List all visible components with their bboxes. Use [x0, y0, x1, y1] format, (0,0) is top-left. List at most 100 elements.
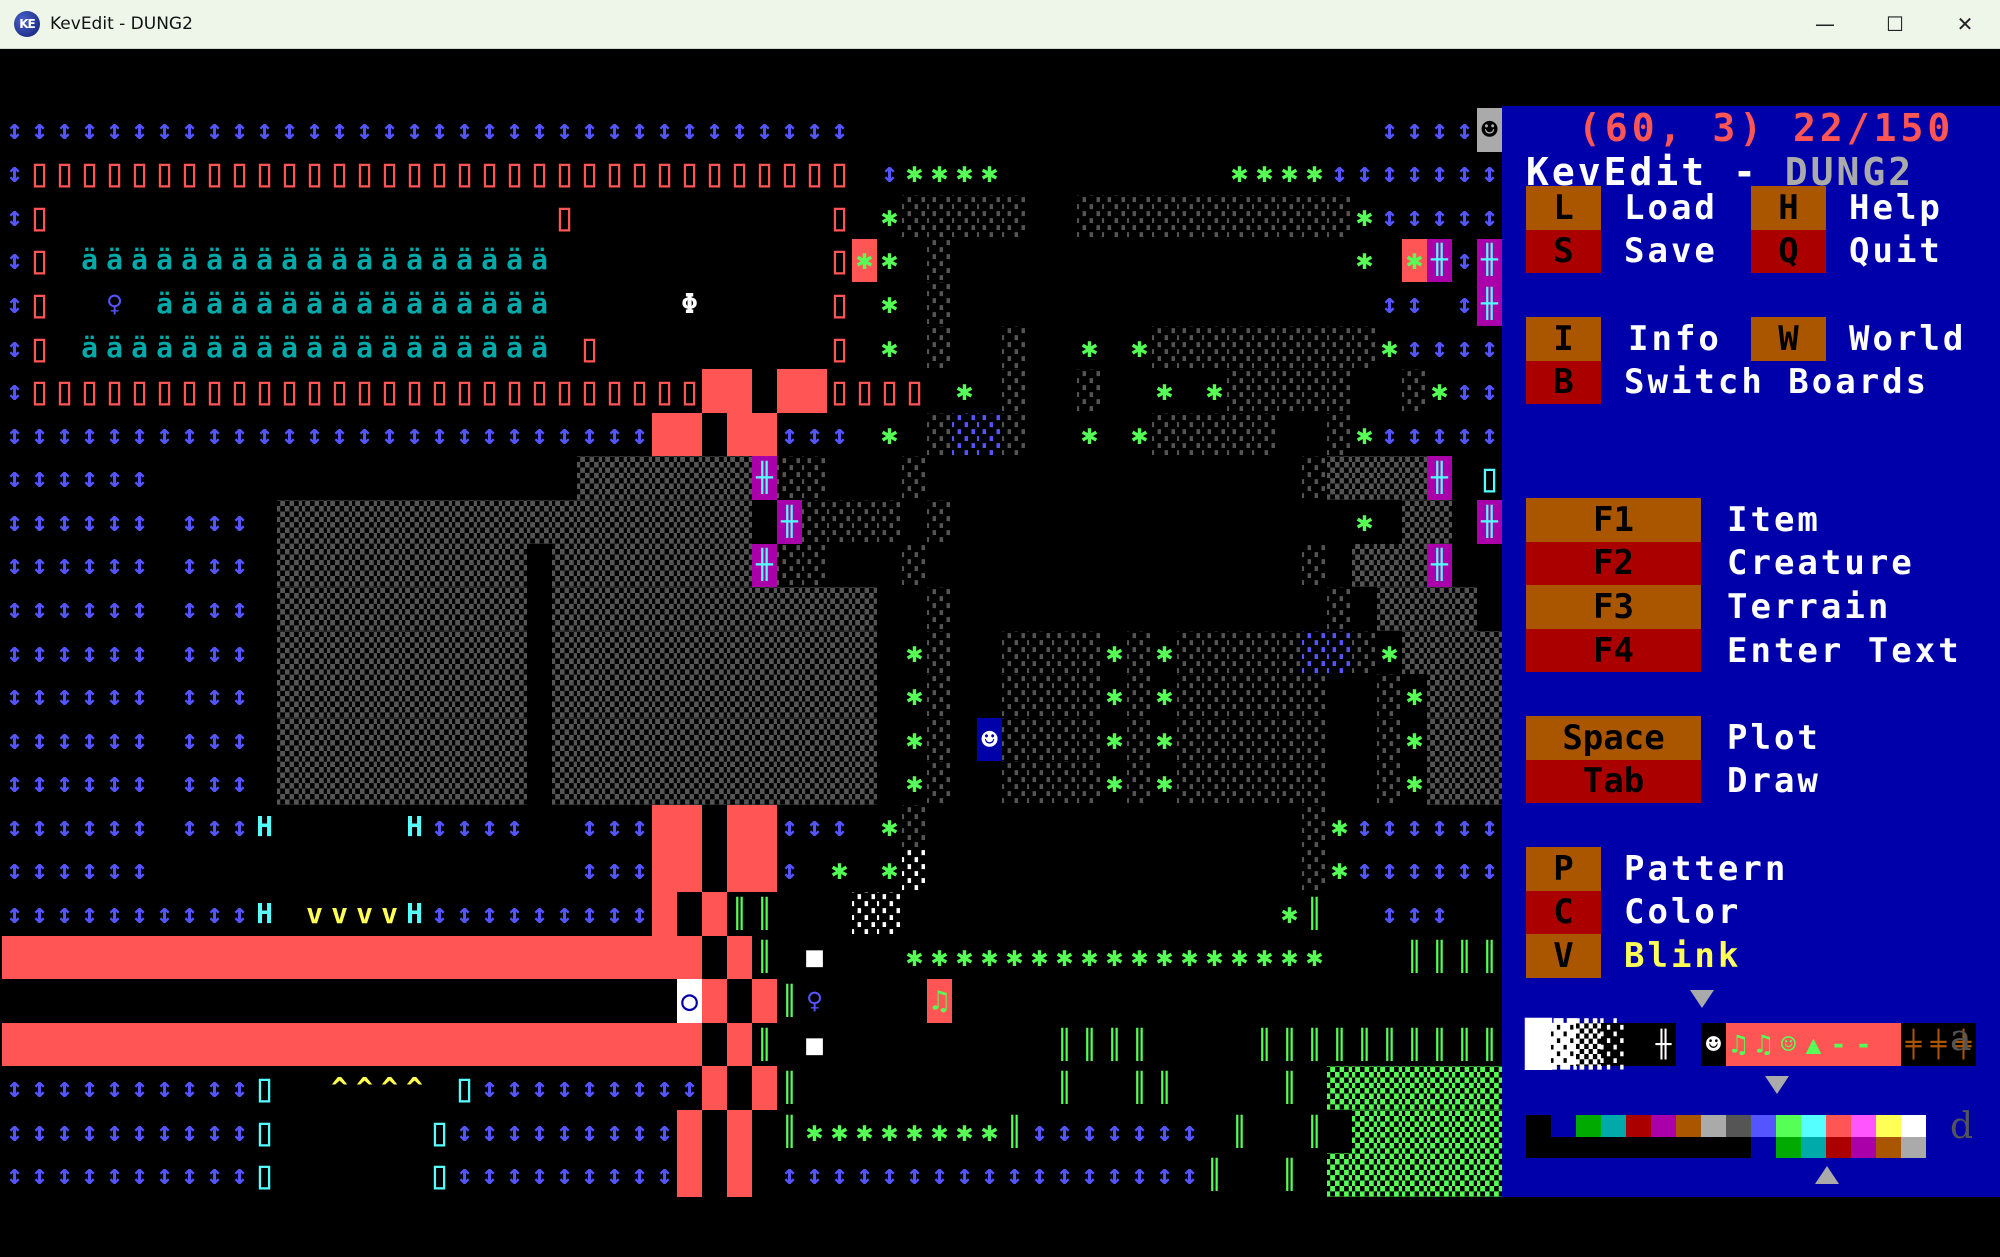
switch-boards-label[interactable]: Switch Boards [1624, 362, 1930, 403]
foreground-color-swatch[interactable] [1576, 1115, 1601, 1137]
pattern-key[interactable]: P [1526, 847, 1601, 891]
pattern-label[interactable]: Pattern [1624, 848, 1789, 889]
quit-key[interactable]: Q [1751, 229, 1826, 274]
background-color-swatch[interactable] [1576, 1136, 1601, 1158]
blink-key[interactable]: V [1526, 934, 1601, 978]
pattern-strip[interactable]: █▓▒░ ╫ ☻♫♫☺▲-- ╪╪╪ [1525, 1019, 1976, 1070]
quit-label[interactable]: Quit [1849, 231, 1943, 272]
foreground-color-swatch[interactable] [1826, 1115, 1851, 1137]
pattern-option[interactable]: ☻ [1701, 1023, 1726, 1066]
plot-key[interactable]: Space [1526, 716, 1701, 760]
pattern-option[interactable]: - [1851, 1023, 1876, 1066]
help-label[interactable]: Help [1849, 187, 1943, 228]
foreground-color-swatch[interactable] [1651, 1115, 1676, 1137]
background-color-swatch[interactable] [1651, 1136, 1676, 1158]
foreground-color-swatch[interactable] [1626, 1115, 1651, 1137]
creature-key[interactable]: F2 [1526, 541, 1701, 586]
background-color-swatch[interactable] [1851, 1136, 1876, 1158]
background-color-swatch[interactable] [1726, 1136, 1751, 1158]
board-canvas[interactable]: ↕↕↕↕↕↕↕↕↕↕↕↕↕↕↕↕↕↕↕↕↕↕↕↕↕↕↕↕↕↕↕↕↕↕↕↕↕↕☻↕… [2, 108, 1502, 1198]
pattern-option[interactable]: - [1826, 1023, 1851, 1066]
save-key[interactable]: S [1526, 229, 1601, 274]
background-color-swatch[interactable] [1701, 1136, 1726, 1158]
draw-label[interactable]: Draw [1727, 761, 1821, 802]
foreground-color-swatch[interactable] [1526, 1115, 1551, 1137]
blink-label[interactable]: Blink [1624, 935, 1742, 976]
switch-boards-key[interactable]: B [1526, 360, 1601, 405]
foreground-color-swatch[interactable] [1676, 1115, 1701, 1137]
foreground-color-swatch[interactable] [1776, 1115, 1801, 1137]
foreground-color-swatch[interactable] [1601, 1115, 1626, 1137]
tile-solid-wall [452, 935, 477, 980]
foreground-color-swatch[interactable] [1551, 1115, 1576, 1137]
foreground-color-swatch[interactable] [1801, 1115, 1826, 1137]
palette-foreground-row[interactable] [1526, 1115, 1926, 1137]
tile-forest-arrow: ↕ [27, 848, 52, 893]
palette-background-row[interactable] [1526, 1136, 1926, 1158]
terrain-label[interactable]: Terrain [1727, 586, 1892, 627]
tile-forest-arrow: ↕ [627, 1153, 652, 1198]
pattern-option[interactable] [1676, 1023, 1701, 1066]
creature-label[interactable]: Creature [1727, 543, 1915, 584]
color-label[interactable]: Color [1624, 892, 1742, 933]
pattern-option[interactable]: ╫ [1651, 1023, 1676, 1066]
background-color-swatch[interactable] [1751, 1136, 1776, 1158]
background-color-swatch[interactable] [1526, 1136, 1551, 1158]
foreground-color-swatch[interactable] [1876, 1115, 1901, 1137]
load-key[interactable]: L [1526, 186, 1601, 230]
minimize-button[interactable]: — [1815, 12, 1835, 36]
maximize-button[interactable]: ☐ [1886, 12, 1904, 36]
background-color-swatch[interactable] [1801, 1136, 1826, 1158]
pattern-option[interactable]: █ [1525, 1019, 1552, 1070]
pattern-option[interactable]: ☺ [1776, 1023, 1801, 1066]
enter-text-label[interactable]: Enter Text [1727, 630, 1962, 671]
draw-key[interactable]: Tab [1526, 759, 1701, 804]
tile-normal-wall: ▒ [627, 456, 652, 501]
pattern-option[interactable]: ╪ [1951, 1023, 1976, 1066]
info-key[interactable]: I [1526, 317, 1601, 361]
info-label[interactable]: Info [1628, 318, 1722, 359]
pattern-option[interactable]: ╪ [1901, 1023, 1926, 1066]
pattern-option[interactable]: ╪ [1926, 1023, 1951, 1066]
pattern-option[interactable] [1876, 1023, 1901, 1066]
plot-label[interactable]: Plot [1727, 717, 1821, 758]
background-color-swatch[interactable] [1901, 1136, 1926, 1158]
background-color-swatch[interactable] [1676, 1136, 1701, 1158]
close-button[interactable]: ✕ [1956, 12, 1974, 36]
tile-breakable: ░ [927, 630, 952, 675]
background-color-swatch[interactable] [1601, 1136, 1626, 1158]
pattern-option[interactable] [1626, 1023, 1651, 1066]
pattern-option[interactable]: ▒ [1575, 1019, 1602, 1070]
save-label[interactable]: Save [1624, 231, 1718, 272]
tile-spike-up: ^ [352, 1066, 377, 1110]
background-color-swatch[interactable] [1626, 1136, 1651, 1158]
item-key[interactable]: F1 [1526, 498, 1701, 542]
tile-breakable: ░ [1302, 674, 1327, 718]
color-key[interactable]: C [1526, 890, 1601, 935]
tile-breakable: ░ [927, 500, 952, 544]
item-label[interactable]: Item [1727, 499, 1821, 540]
background-color-swatch[interactable] [1776, 1136, 1801, 1158]
pattern-option[interactable]: ▓ [1550, 1019, 1577, 1070]
background-color-swatch[interactable] [1826, 1136, 1851, 1158]
background-color-swatch[interactable] [1876, 1136, 1901, 1158]
foreground-color-swatch[interactable] [1726, 1115, 1751, 1137]
pattern-option[interactable]: ♫ [1751, 1023, 1776, 1066]
tile-forest-arrow: ↕ [352, 412, 377, 457]
enter-text-key[interactable]: F4 [1526, 628, 1701, 673]
pattern-option[interactable]: ♫ [1726, 1023, 1751, 1066]
tile-water-glyph: ä [502, 238, 527, 283]
world-label[interactable]: World [1849, 318, 1967, 359]
foreground-color-swatch[interactable] [1851, 1115, 1876, 1137]
foreground-color-swatch[interactable] [1701, 1115, 1726, 1137]
foreground-color-swatch[interactable] [1901, 1115, 1926, 1137]
terrain-key[interactable]: F3 [1526, 585, 1701, 629]
load-label[interactable]: Load [1624, 187, 1718, 228]
tile-forest-arrow: ↕ [202, 108, 227, 152]
foreground-color-swatch[interactable] [1751, 1115, 1776, 1137]
pattern-option[interactable]: ░ [1600, 1019, 1627, 1070]
help-key[interactable]: H [1751, 186, 1826, 230]
pattern-option[interactable]: ▲ [1801, 1023, 1826, 1066]
background-color-swatch[interactable] [1551, 1136, 1576, 1158]
world-key[interactable]: W [1751, 317, 1826, 361]
